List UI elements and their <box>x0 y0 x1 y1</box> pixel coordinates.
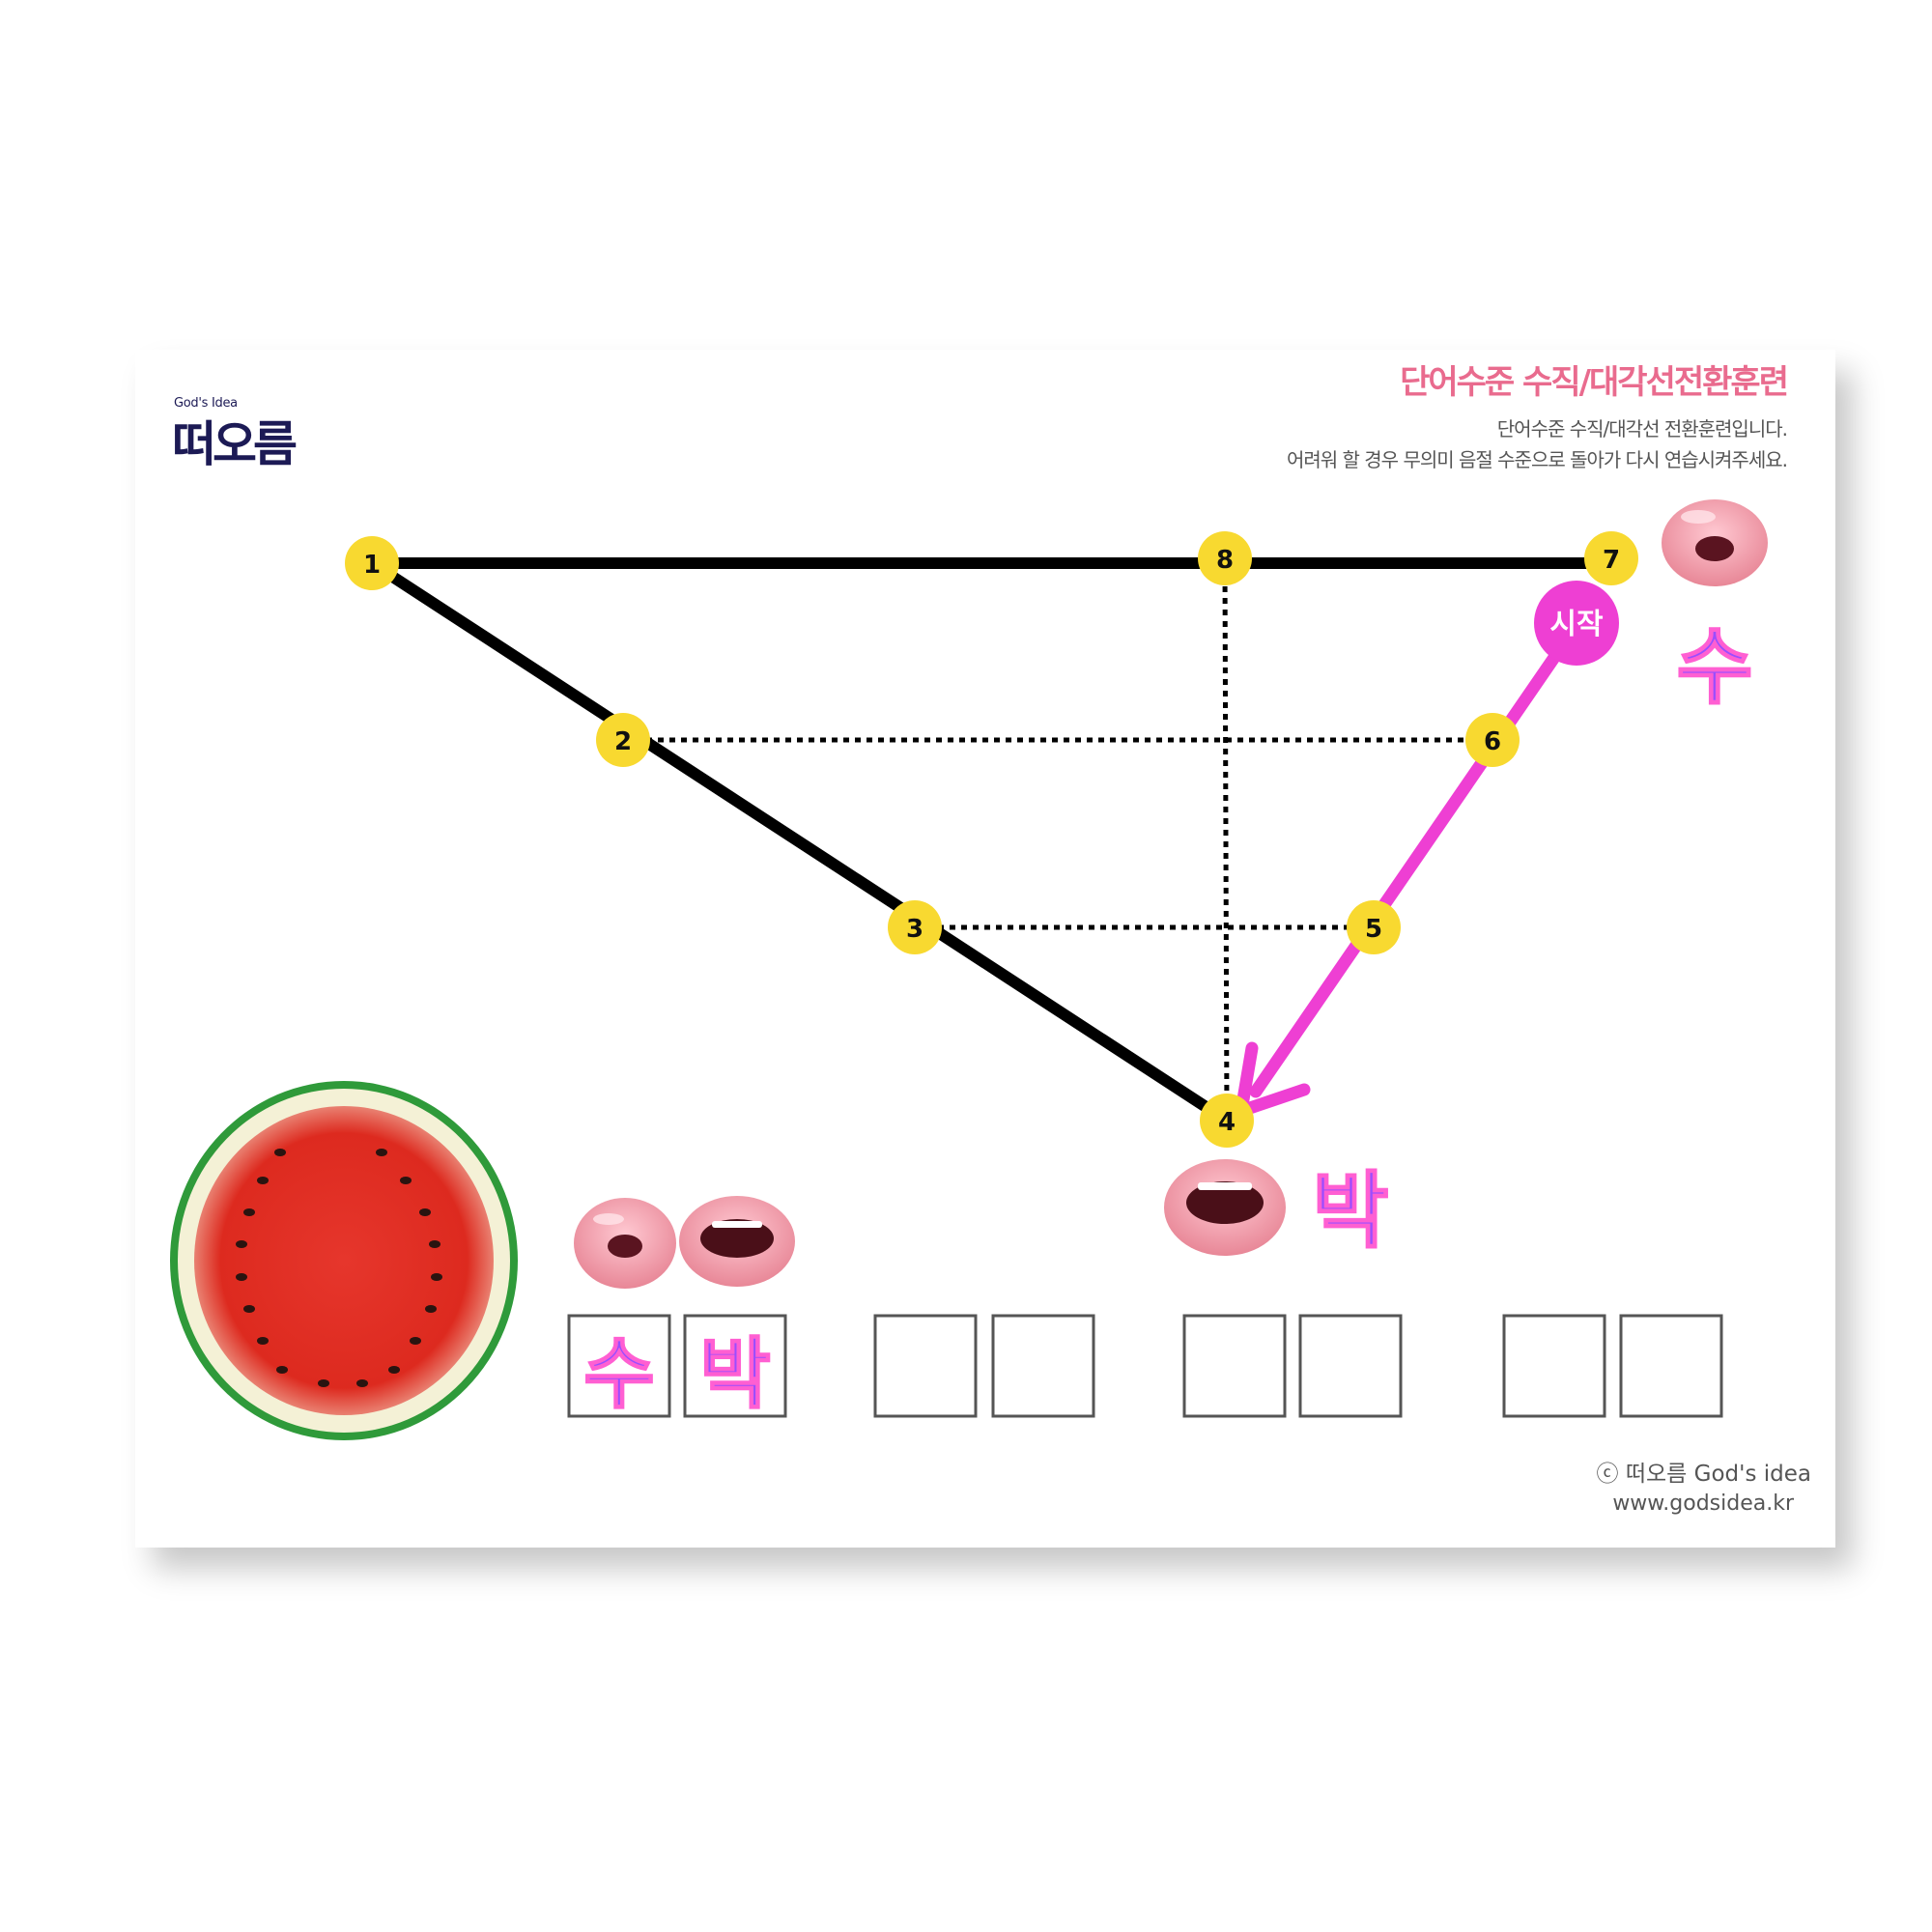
node-label-6: 6 <box>1484 727 1501 756</box>
description-line-2: 어려워 할 경우 무의미 음절 수준으로 돌아가 다시 연습시켜주세요. <box>1286 448 1788 471</box>
start-label: 시작 <box>1549 608 1604 641</box>
page-title: 단어수준 수직/대각선전환훈련 <box>1400 363 1789 402</box>
line-1-4 <box>368 557 1231 1126</box>
node-label-4: 4 <box>1218 1108 1236 1137</box>
description-line-1: 단어수준 수직/대각선 전환훈련입니다. <box>1496 417 1788 440</box>
open-mouth-icon-small <box>679 1196 795 1287</box>
logo: 떠오름 <box>172 416 298 472</box>
open-mouth-icon <box>1164 1159 1286 1256</box>
answer-boxes <box>567 1314 1723 1418</box>
pursed-lips-icon <box>1662 499 1768 586</box>
syllable-bottom-mid: 박 <box>1312 1163 1388 1260</box>
node-7: 7 <box>1584 531 1638 585</box>
answer-box-4[interactable] <box>991 1314 1095 1418</box>
node-label-7: 7 <box>1603 546 1620 575</box>
answer-box-5[interactable] <box>1182 1314 1287 1418</box>
node-3: 3 <box>888 900 942 954</box>
node-8: 8 <box>1198 531 1252 585</box>
start-arrow: 시작 <box>1235 581 1619 1118</box>
answer-box-3[interactable] <box>873 1314 978 1418</box>
answer-syllable-2: 박 <box>699 1329 771 1419</box>
dotted-line-8-4 <box>1222 562 1230 1122</box>
answer-syllable-1: 수 <box>583 1329 655 1419</box>
arrow-shaft <box>1249 621 1581 1098</box>
node-5: 5 <box>1347 900 1401 954</box>
website-url: www.godsidea.kr <box>1612 1492 1794 1516</box>
node-2: 2 <box>596 713 650 767</box>
answer-box-7[interactable] <box>1502 1314 1606 1418</box>
answer-box-1[interactable] <box>567 1314 671 1418</box>
description: 단어수준 수직/대각선 전환훈련입니다. 어려워 할 경우 무의미 음절 수준으… <box>1286 413 1788 475</box>
node-1: 1 <box>345 536 399 590</box>
watermelon-image <box>170 1081 518 1440</box>
watermelon-seeds <box>236 1149 442 1387</box>
dotted-guides <box>623 562 1492 1122</box>
node-4: 4 <box>1200 1094 1254 1148</box>
pursed-lips-icon-small <box>574 1198 676 1289</box>
node-label-2: 2 <box>614 727 632 756</box>
path-nodes: 1 2 3 4 5 6 7 8 <box>345 531 1638 1148</box>
solid-path <box>368 557 1611 1126</box>
answer-box-2[interactable] <box>683 1314 787 1418</box>
logo-small-text: God's Idea <box>174 396 238 411</box>
node-label-3: 3 <box>906 915 923 944</box>
start-badge <box>1534 581 1619 666</box>
syllable-top-right: 수 <box>1676 619 1752 716</box>
node-6: 6 <box>1465 713 1520 767</box>
copyright: ⓒ 떠오름 God's idea <box>1596 1462 1811 1487</box>
answer-box-8[interactable] <box>1619 1314 1723 1418</box>
answer-box-6[interactable] <box>1298 1314 1403 1418</box>
node-label-5: 5 <box>1365 915 1382 944</box>
node-label-8: 8 <box>1216 546 1234 575</box>
node-label-1: 1 <box>363 551 381 580</box>
